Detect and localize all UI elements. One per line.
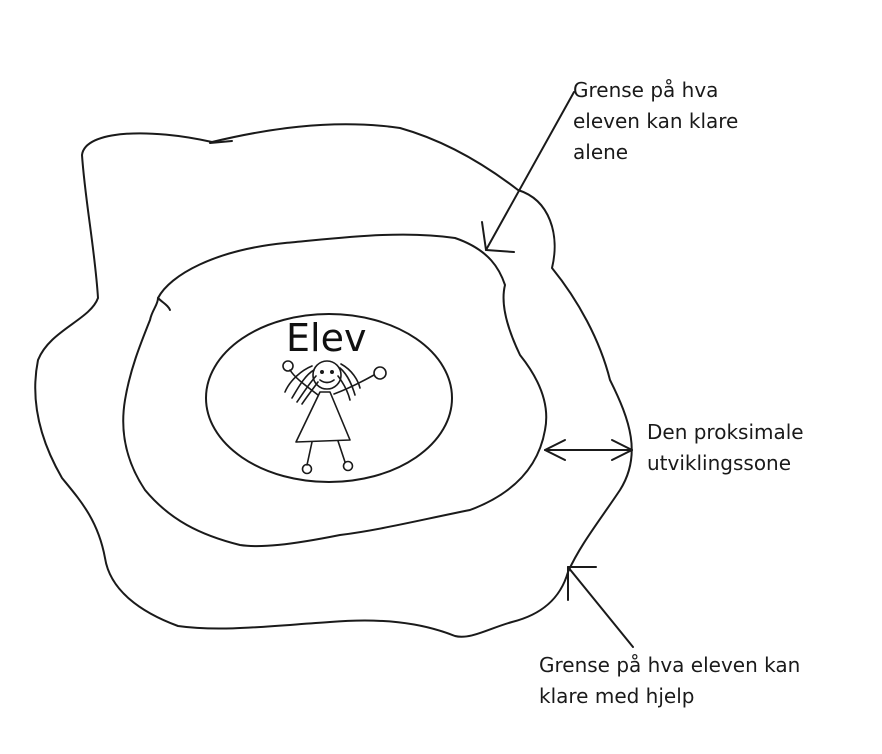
arrow-inner-boundary xyxy=(481,91,575,253)
center-label: Elev xyxy=(286,316,367,360)
figure-hair-right xyxy=(337,363,361,401)
figure-dress xyxy=(295,391,351,443)
inner-boundary-label-line: Grense på hva xyxy=(573,78,719,102)
figure-leg-right xyxy=(337,440,346,463)
arrow-outer-boundary xyxy=(567,566,634,648)
outer-boundary-line xyxy=(34,123,633,638)
figure-leg-left xyxy=(306,441,313,466)
figure-arm-left xyxy=(289,369,319,396)
outer-boundary-label: Grense på hva eleven kan klare med hjelp xyxy=(539,650,800,712)
zone-label-line: Den proksimale xyxy=(647,420,804,444)
figure-head xyxy=(312,360,342,390)
outer-boundary-label-line: Grense på hva eleven kan xyxy=(539,653,801,677)
inner-boundary-line xyxy=(122,233,548,548)
zone-label-line: utviklingssone xyxy=(647,451,792,475)
inner-boundary-label-line: alene xyxy=(573,140,629,164)
arrow-zone xyxy=(544,439,633,461)
zone-label: Den proksimale utviklingssone xyxy=(647,417,804,479)
inner-boundary-label-line: eleven kan klare xyxy=(573,109,739,133)
inner-boundary-label: Grense på hva eleven kan klare alene xyxy=(573,75,738,168)
center-ellipse xyxy=(205,313,453,483)
inner-boundary-notch xyxy=(157,297,171,311)
student-figure xyxy=(282,360,387,475)
outer-boundary-label-line: klare med hjelp xyxy=(539,684,695,708)
outer-boundary-flick xyxy=(209,140,233,144)
figure-arm-right xyxy=(333,374,375,395)
